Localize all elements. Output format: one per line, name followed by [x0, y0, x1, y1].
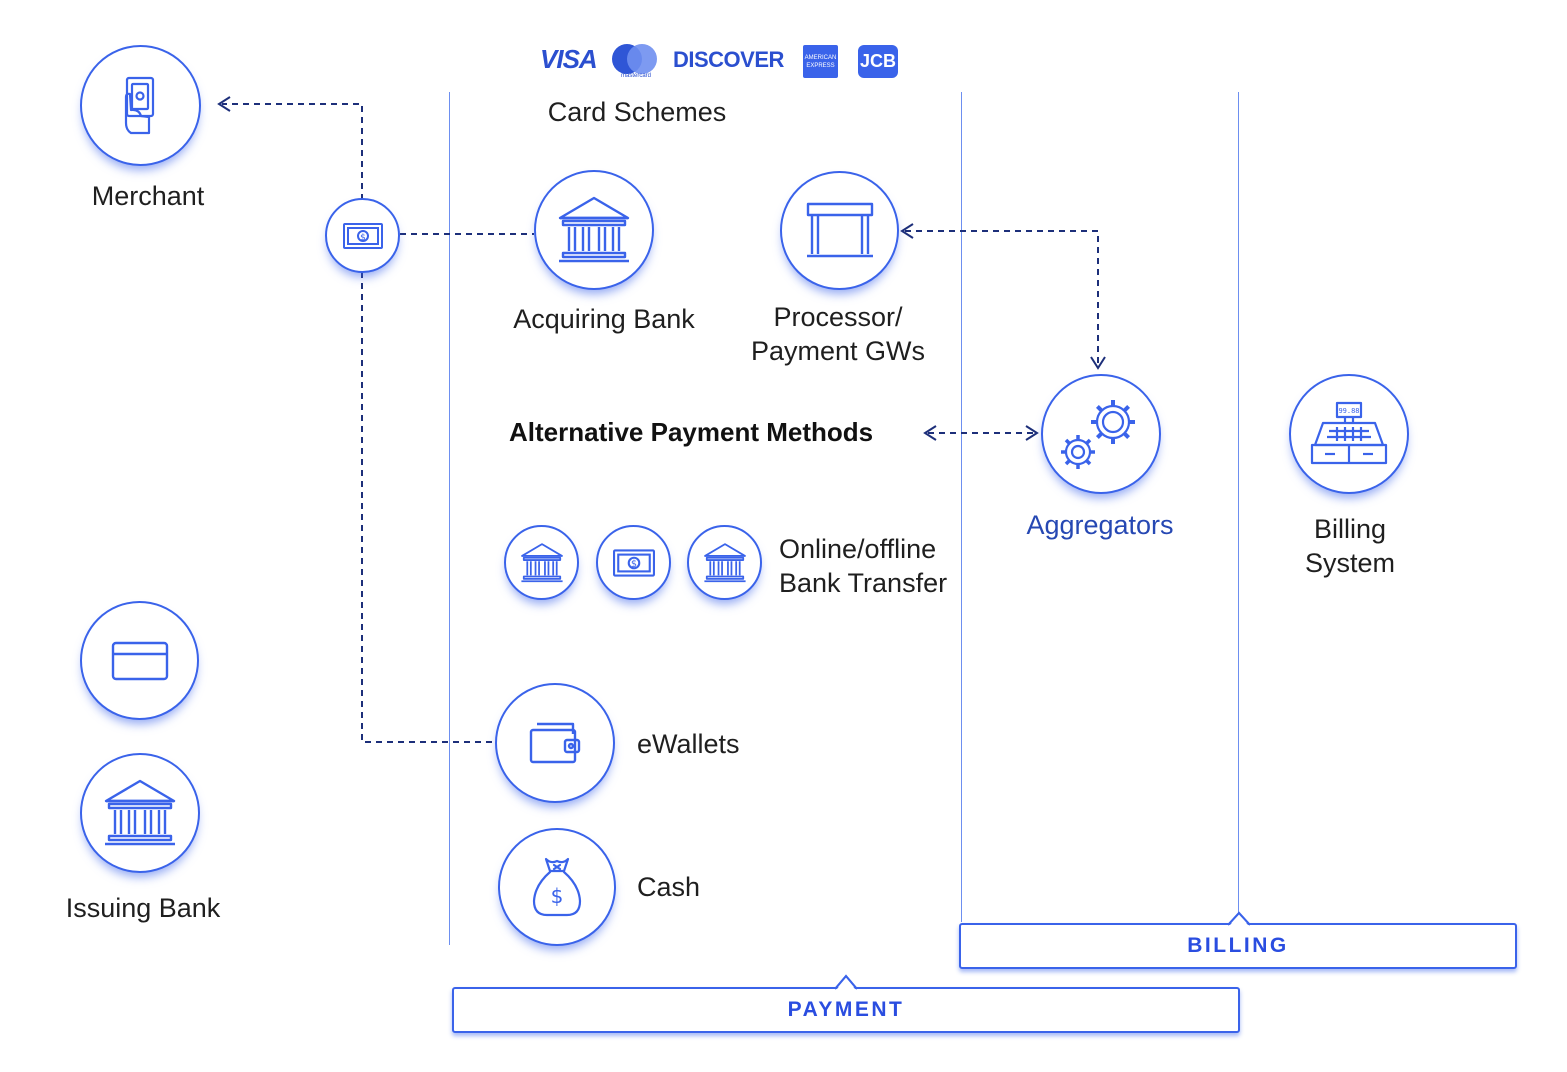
hand-pay-icon: [124, 76, 154, 134]
amex-logo: AMERICAN EXPRESS: [803, 45, 838, 78]
bank-transfer-bank-node-1: [504, 525, 579, 600]
payment-column-right-line: [961, 92, 962, 922]
discover-logo: DISCOVER: [673, 47, 784, 72]
svg-text:99.88: 99.88: [1338, 407, 1359, 415]
money-bag-icon: $: [532, 857, 582, 917]
billing-column-right-line: [1238, 92, 1239, 914]
bank-transfer-label-line1: Online/offline: [779, 534, 937, 564]
cash-node: $: [498, 828, 616, 946]
mastercard-logo: mastercard: [612, 44, 660, 79]
visa-logo: VISA: [540, 44, 598, 74]
bank-transfer-label-line2: Bank Transfer: [779, 568, 948, 598]
processor-label-line1: Processor/: [773, 302, 903, 332]
ewallets-label: eWallets: [637, 729, 740, 759]
acquiring-bank-node: [534, 170, 654, 290]
billing-system-label-line1: Billing: [1313, 514, 1387, 544]
ewallets-node: [495, 683, 615, 803]
aggregators-node: [1041, 374, 1161, 494]
merchant-node: [80, 45, 201, 166]
money-hub-node: $: [325, 198, 400, 273]
banknote-icon: $: [342, 222, 383, 249]
issuing-bank-label: Issuing Bank: [65, 893, 221, 923]
payment-section-label: PAYMENT: [452, 987, 1240, 1033]
gears-icon: [1061, 400, 1135, 469]
billing-system-node: 99.88: [1289, 374, 1409, 494]
jcb-logo: JCB: [858, 45, 898, 78]
merchant-label: Merchant: [91, 181, 205, 211]
processor-node: [780, 171, 899, 290]
issuing-bank-node: [80, 753, 200, 873]
bank-transfer-bank-node-2: [687, 525, 762, 600]
credit-card-node: [80, 601, 199, 720]
bank-icon: [558, 196, 630, 263]
bank-icon: [520, 542, 563, 582]
cash-label: Cash: [637, 872, 701, 902]
cash-register-icon: 99.88: [1310, 401, 1388, 465]
card-schemes-logos: VISA mastercard DISCOVER AMERICAN EXPRES…: [540, 42, 910, 82]
gateway-icon: [806, 202, 873, 257]
billing-system-label-line2: System: [1304, 548, 1396, 578]
bank-transfer-banknote-node: $: [596, 525, 671, 600]
wallet-icon: [529, 722, 581, 764]
alternative-payment-methods-label: Alternative Payment Methods: [509, 417, 874, 447]
billing-section-label: BILLING: [959, 923, 1517, 969]
bank-icon: [703, 542, 746, 582]
aggregators-label: Aggregators: [1026, 510, 1174, 540]
credit-card-icon: [111, 641, 168, 680]
svg-text:$: $: [360, 233, 366, 243]
svg-text:$: $: [630, 559, 636, 570]
svg-text:$: $: [551, 884, 564, 908]
payment-column-left-line: [449, 92, 450, 945]
processor-label-line2: Payment GWs: [750, 336, 926, 366]
acquiring-bank-label: Acquiring Bank: [513, 304, 695, 334]
bank-icon: [104, 779, 176, 846]
banknote-icon: $: [612, 548, 655, 577]
card-schemes-label: Card Schemes: [547, 97, 727, 127]
